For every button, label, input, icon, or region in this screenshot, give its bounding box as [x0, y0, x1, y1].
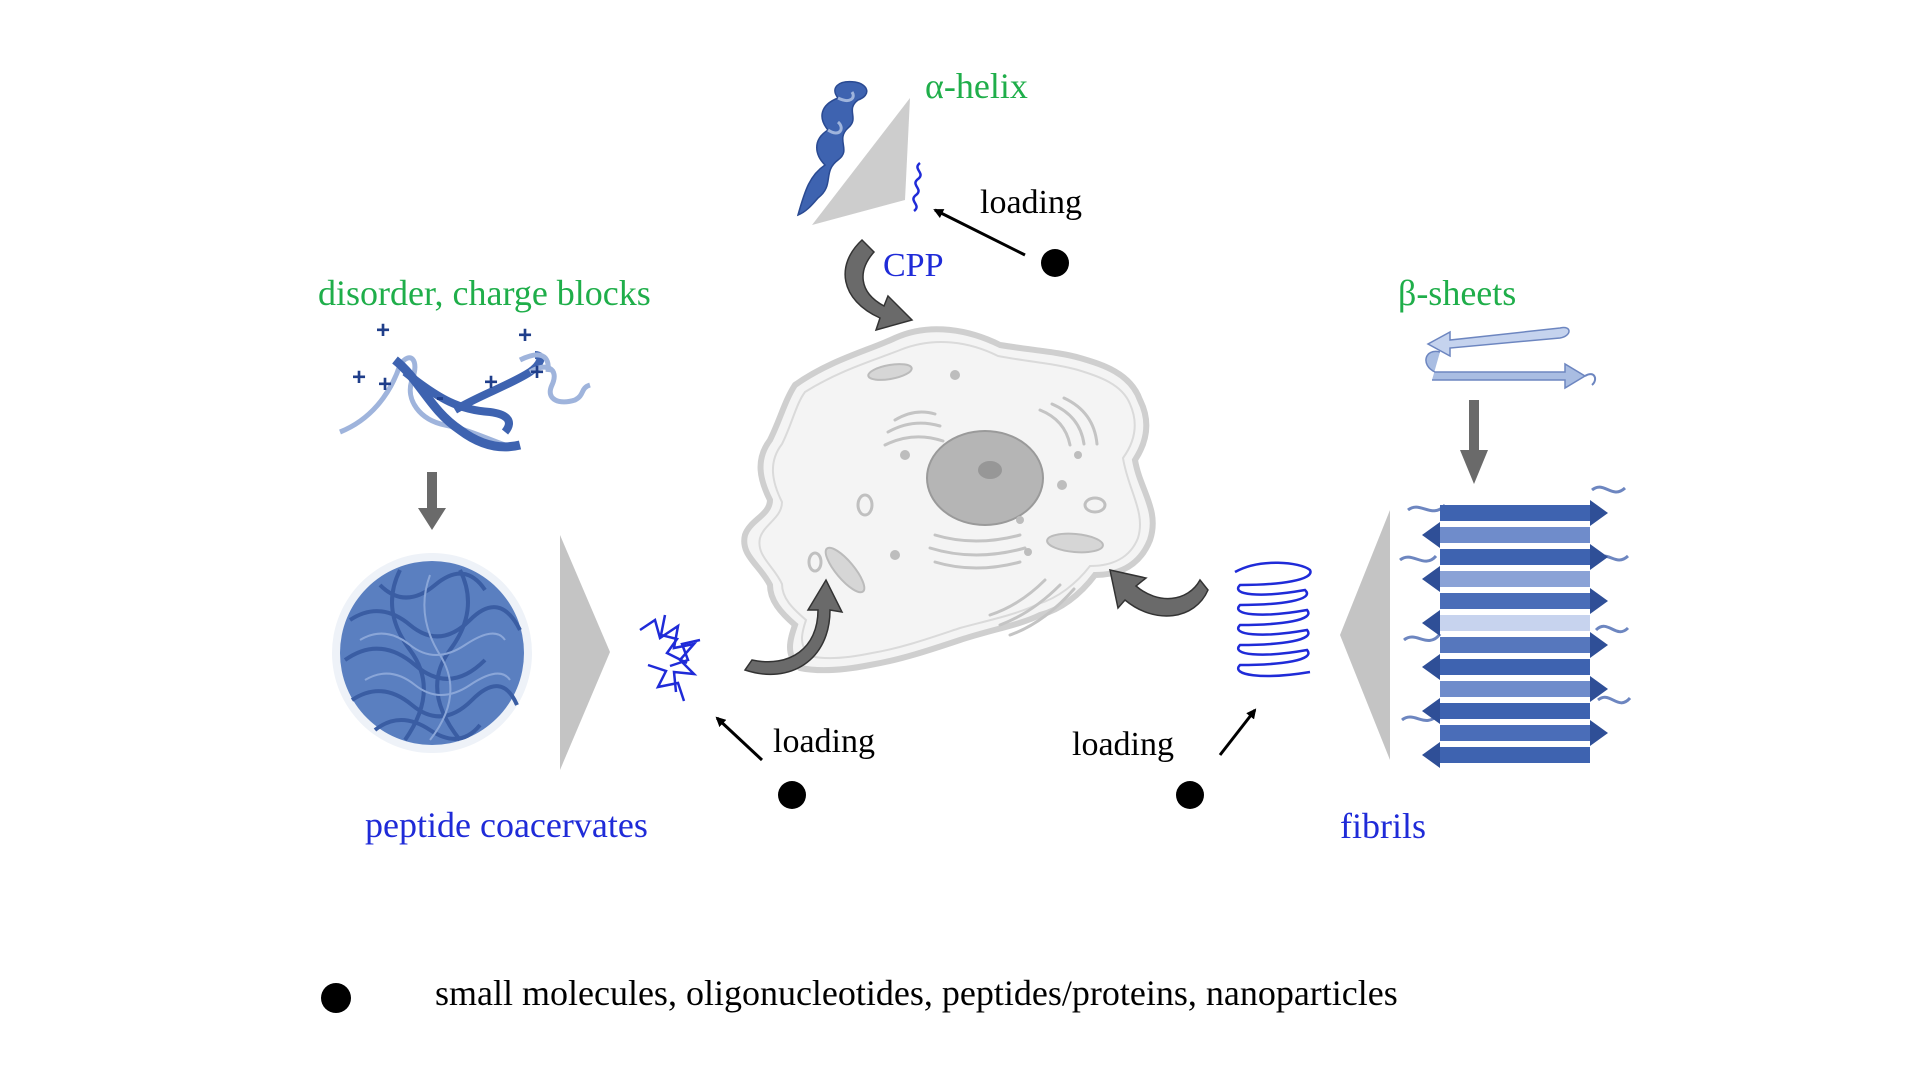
- down-arrow-right: [1460, 400, 1488, 484]
- cell-icon: [741, 326, 1156, 674]
- beta-sheet-icon: [1425, 326, 1597, 390]
- charge-plus: +: [352, 364, 366, 391]
- loading-arrow-right: [1218, 708, 1257, 756]
- coacervate-peptide-icon: [639, 614, 701, 702]
- loading-label-right: loading: [1072, 726, 1174, 763]
- mitochondria: [824, 363, 1104, 594]
- cargo-dot-left: [778, 781, 806, 809]
- fibril-sheets: [1422, 500, 1608, 768]
- cargo-dot-top: [1041, 249, 1069, 277]
- uptake-arrow-top: [844, 238, 914, 332]
- disordered-peptide-icon: [339, 351, 591, 452]
- wedge-left: [560, 535, 610, 770]
- wedge-right: [1340, 510, 1390, 760]
- charge-plus: +: [376, 317, 390, 344]
- peptide-coacervates-label: peptide coacervates: [365, 805, 648, 845]
- cargo-dot-right: [1176, 781, 1204, 809]
- uptake-arrow-right: [1109, 569, 1209, 617]
- vacuoles: [807, 493, 1107, 573]
- charge-plus: +: [530, 359, 544, 386]
- legend-text: small molecules, oligonucleotides, pepti…: [435, 973, 1398, 1013]
- charge-plus: +: [378, 371, 392, 398]
- cpp-peptide-icon: [912, 162, 922, 212]
- cpp-label: CPP: [883, 247, 944, 284]
- beta-sheets-label: β-sheets: [1398, 273, 1516, 313]
- golgi-lower: [928, 533, 1076, 637]
- golgi-upper: [883, 396, 1099, 447]
- charge-plus: +: [484, 369, 498, 396]
- loading-arrow-top: [933, 208, 1026, 257]
- charge-plus: +: [518, 322, 532, 349]
- alpha-helix-icon: [796, 80, 910, 225]
- charge-minus: -: [436, 384, 444, 411]
- nucleolus: [978, 461, 1002, 479]
- uptake-arrow-left: [743, 578, 844, 675]
- loading-label-top: loading: [980, 184, 1082, 221]
- loading-arrow-left: [715, 716, 764, 762]
- loading-label-left: loading: [773, 723, 875, 760]
- alpha-helix-label: α-helix: [925, 66, 1028, 106]
- down-arrow-left: [418, 472, 446, 530]
- coacervate-droplet-icon: [332, 553, 532, 753]
- charge-signs: + + + + + - +: [352, 317, 544, 411]
- vesicles: [890, 370, 1082, 560]
- fibril-coil-icon: [1234, 561, 1312, 678]
- disorder-label: disorder, charge blocks: [318, 273, 651, 313]
- fibrils-label: fibrils: [1340, 806, 1426, 846]
- fibril-stack-icon: [1399, 485, 1632, 768]
- cargo-dot-icon: [321, 983, 351, 1013]
